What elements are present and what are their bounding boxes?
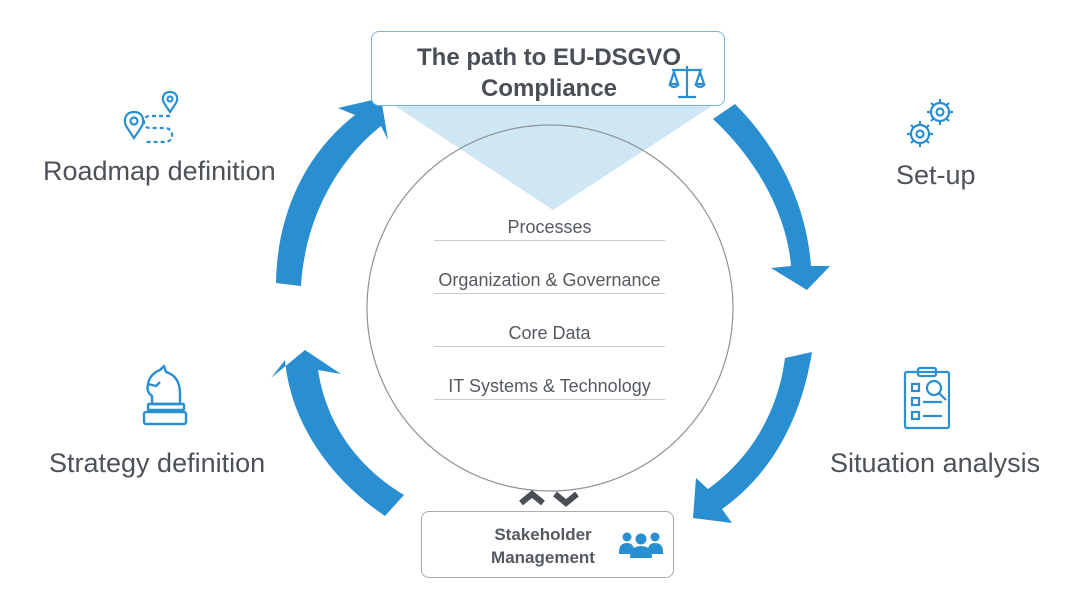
- arrow-stakeholder-to-strategy: [271, 350, 404, 516]
- layer-divider: [434, 346, 665, 347]
- phase-strategy-label: Strategy definition: [49, 448, 266, 478]
- stakeholder-box: Stakeholder Management: [421, 511, 674, 578]
- gears-icon: [907, 99, 953, 147]
- title-text: The path to EU-DSGVO Compliance: [372, 42, 726, 104]
- layer-core-data: Core Data: [508, 323, 591, 343]
- map-route-icon: [123, 90, 179, 144]
- layer-processes: Processes: [507, 217, 592, 237]
- layer-divider: [434, 293, 665, 294]
- clipboard-search-icon: [903, 366, 951, 430]
- title-line-2: Compliance: [480, 75, 618, 102]
- layer-divider: [434, 240, 665, 241]
- title-box: The path to EU-DSGVO Compliance: [371, 31, 725, 106]
- arrow-title-to-setup: [713, 104, 830, 290]
- layer-organization: Organization & Governance: [438, 270, 661, 290]
- phase-situation-label: Situation analysis: [830, 448, 1041, 478]
- stakeholder-line-1: Stakeholder: [494, 525, 592, 544]
- scales-icon: [668, 66, 706, 99]
- chevrons-icon: [519, 490, 579, 507]
- arrow-strategy-to-title: [276, 98, 388, 286]
- phase-setup-label: Set-up: [896, 160, 976, 190]
- chess-knight-icon: [142, 364, 188, 426]
- arrow-setup-to-situation: [693, 352, 812, 523]
- stakeholder-line-2: Management: [491, 548, 595, 567]
- title-line-1: The path to EU-DSGVO: [417, 44, 681, 71]
- stakeholder-text: Stakeholder Management: [444, 523, 642, 569]
- layer-divider: [434, 399, 665, 400]
- phase-roadmap-label: Roadmap definition: [43, 156, 276, 186]
- title-funnel: [395, 106, 712, 210]
- central-circle: [366, 124, 734, 492]
- people-group-icon: [619, 532, 663, 558]
- layer-it-systems: IT Systems & Technology: [448, 376, 651, 396]
